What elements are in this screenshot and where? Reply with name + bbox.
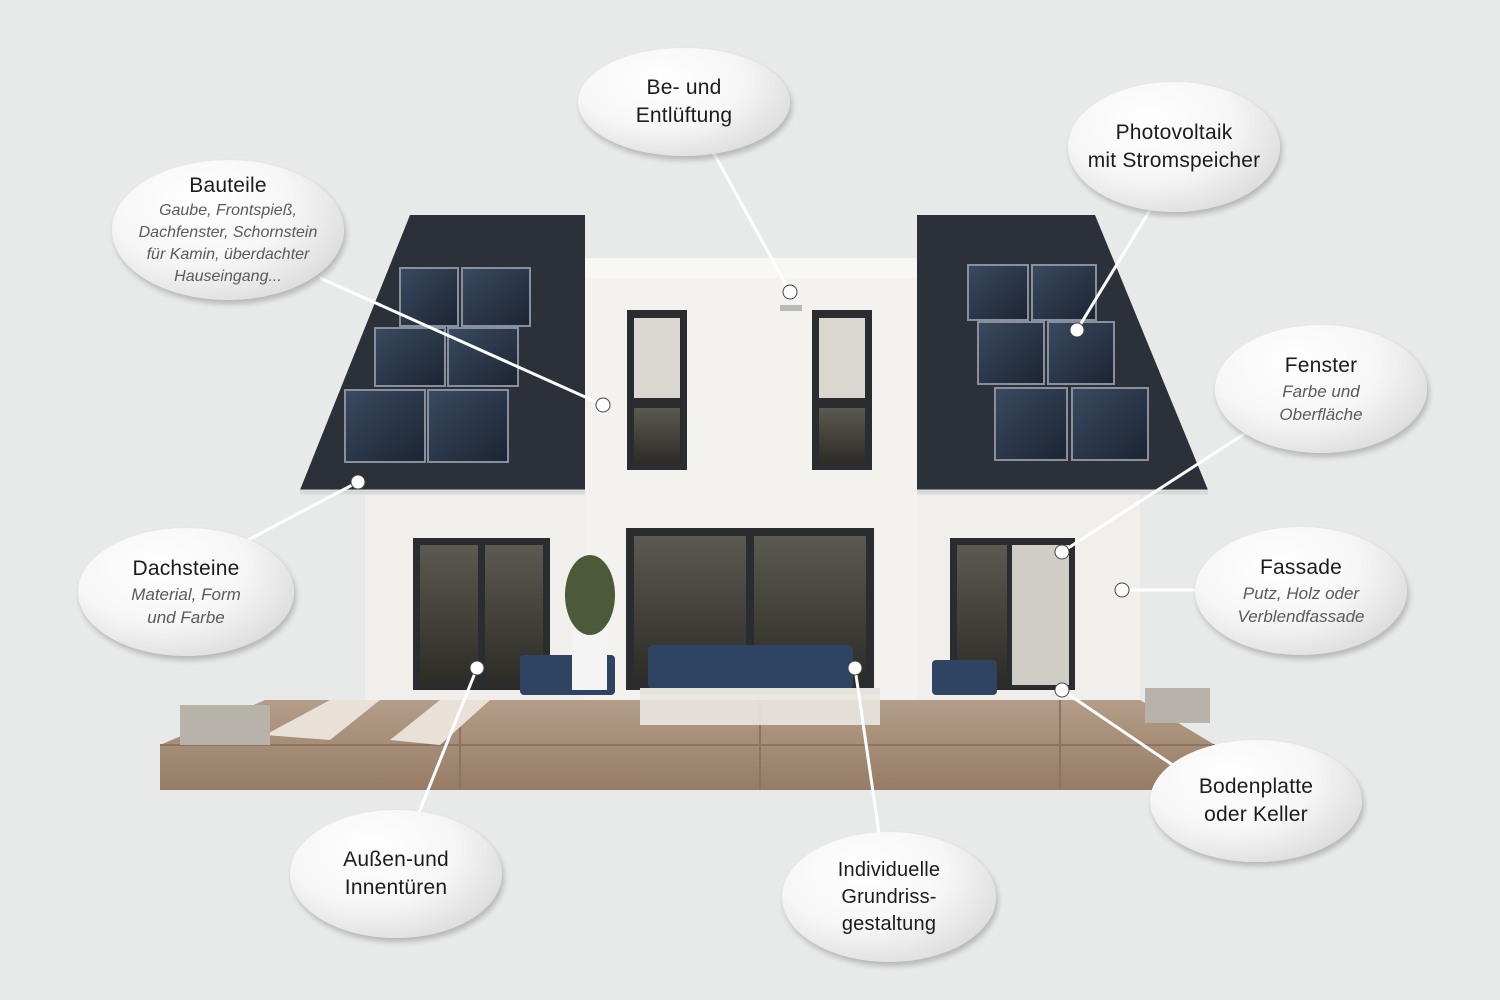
upper-window-right [812,310,872,470]
callout-fenster-sub: Farbe und Oberfläche [1279,382,1363,424]
marker-fassade [1114,582,1130,598]
callout-bauteile-title: Bauteile [189,174,267,197]
callout-dachsteine-title: Dachsteine [132,557,240,580]
solar-panels-right [967,264,1149,461]
marker-dachsteine [350,474,366,490]
marker-bauteile [595,397,611,413]
patio-door-right [950,538,1075,690]
callout-photovoltaik-title: Photovoltaik mit Stromspeicher [1087,121,1261,172]
marker-fenster [1054,544,1070,560]
callout-fassade: Fassade Putz, Holz oder Verblendfassade [1195,527,1407,655]
leader-fenster [1061,423,1259,554]
leader-grundriss [853,667,882,841]
leader-bodenplatte [1061,688,1181,772]
marker-photovoltaik [1069,322,1085,338]
callout-fenster: Fenster Farbe und Oberfläche [1215,325,1427,453]
roof-right [917,215,1208,495]
leader-bauteile [319,276,604,407]
callout-bauteile-sub: Gaube, Frontspieß, Dachfenster, Schornst… [138,202,318,285]
callout-lueftung: Be- und Entlüftung [578,48,790,156]
callout-tueren: Außen-und Innentüren [290,810,502,938]
callout-grundriss-title: Individuelle Grundriss- gestaltung [837,858,941,935]
leader-lueftung [710,149,792,293]
patio-door-left [413,538,550,690]
marker-lueftung [782,284,798,300]
leader-photovoltaik [1075,209,1152,331]
callout-fassade-sub: Putz, Holz oder Verblendfassade [1237,584,1365,626]
marker-bodenplatte [1054,682,1070,698]
outdoor-furniture [180,555,1210,745]
callout-dachsteine: Dachsteine Material, Form und Farbe [78,528,294,656]
callout-bodenplatte: Bodenplatte oder Keller [1150,740,1362,862]
callout-bauteile: Bauteile Gaube, Frontspieß, Dachfenster,… [112,160,344,300]
solar-panels-left [344,267,531,463]
callout-lueftung-title: Be- und Entlüftung [635,76,733,127]
marker-tueren [469,660,485,676]
callout-fenster-title: Fenster [1284,354,1358,377]
callout-fassade-title: Fassade [1260,556,1342,579]
marker-grundriss [847,660,863,676]
upper-window-left [627,310,687,470]
ventilation-grille [780,305,802,311]
leader-dachsteine [247,480,359,542]
callout-photovoltaik: Photovoltaik mit Stromspeicher [1068,82,1280,212]
callout-dachsteine-sub: Material, Form und Farbe [131,585,241,627]
callout-grundriss: Individuelle Grundriss- gestaltung [782,832,996,962]
roof-left [300,215,585,495]
callout-bodenplatte-title: Bodenplatte oder Keller [1198,775,1314,826]
leader-tueren [410,667,479,831]
callout-tueren-title: Außen-und Innentüren [343,848,449,899]
